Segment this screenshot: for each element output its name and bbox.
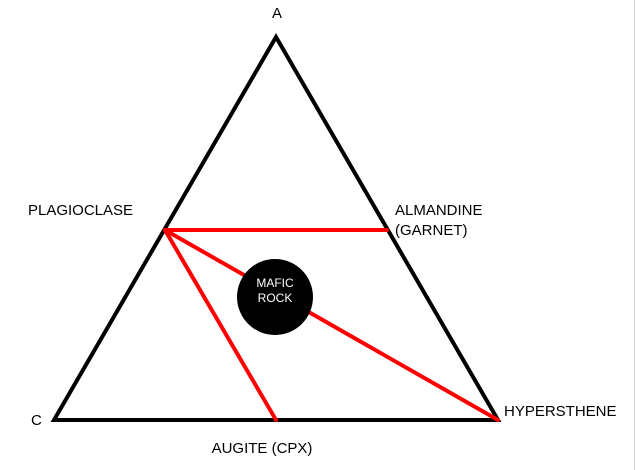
augite-label: AUGITE (CPX) [212, 440, 313, 457]
mafic-rock-label-line2: ROCK [258, 291, 293, 305]
tie-lines [163, 228, 500, 422]
tie-line-plagioclase-hypersthene [163, 228, 500, 422]
almandine-label-line1: ALMANDINE [395, 202, 483, 219]
mafic-rock-circle [237, 259, 313, 335]
mafic-rock-point: MAFIC ROCK [237, 259, 313, 335]
apex-a-label: A [272, 5, 282, 22]
hypersthene-label: HYPERSTHENE [504, 403, 617, 420]
mafic-rock-label-line1: MAFIC [256, 276, 294, 290]
plagioclase-label: PLAGIOCLASE [28, 202, 133, 219]
apex-c-label: C [31, 412, 42, 429]
tie-line-plagioclase-augite [163, 228, 278, 422]
almandine-label-line2: (GARNET) [395, 222, 468, 239]
